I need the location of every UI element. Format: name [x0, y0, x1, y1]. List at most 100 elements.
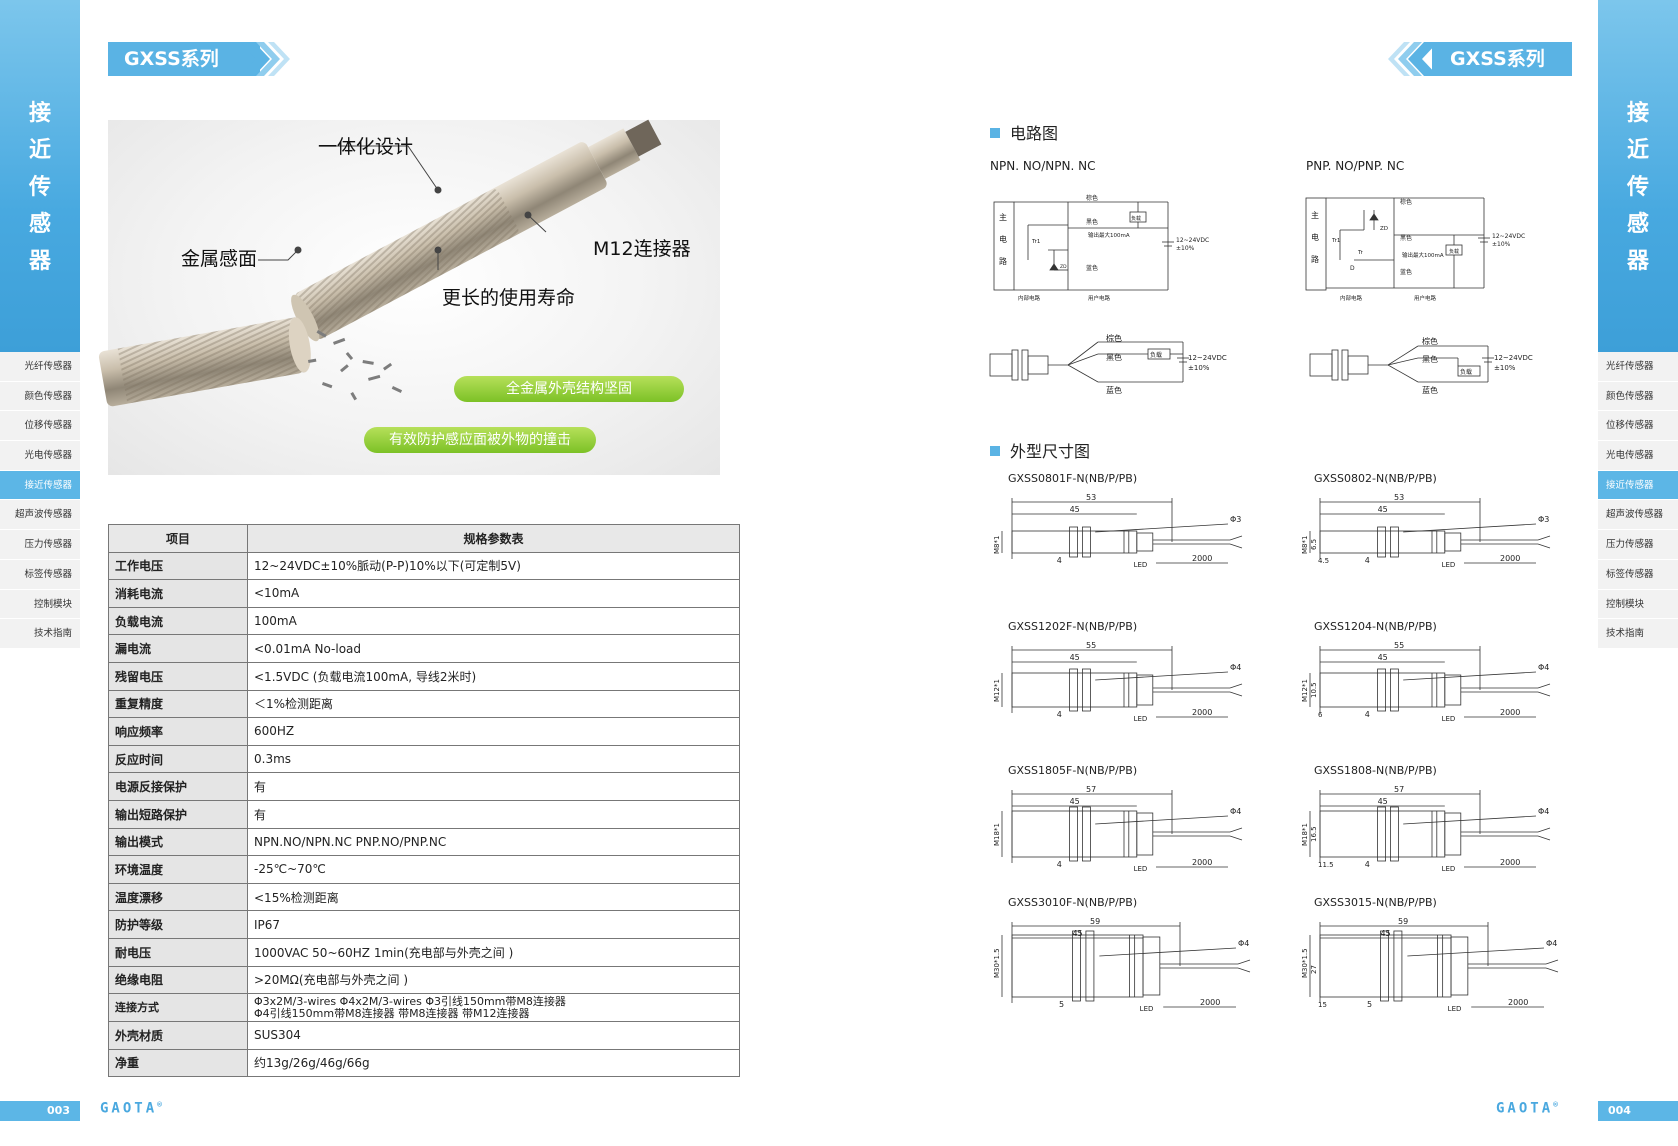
svg-text:负载: 负载 [1460, 368, 1472, 376]
sidebar-item-fiber[interactable]: 光纤传感器 [0, 352, 80, 382]
svg-text:内部电路: 内部电路 [1340, 294, 1363, 302]
dimension-model-name: GXSS3015-N(NB/P/PB) [1314, 896, 1437, 909]
thread-size: M8*1 [993, 536, 1001, 554]
spec-value: 600HZ [247, 717, 740, 746]
dimension-extra: 6 [1318, 711, 1323, 719]
spec-key: 漏电流 [108, 634, 248, 663]
dimension-value: 2000 [1200, 998, 1220, 1007]
sidebar-item-color[interactable]: 颜色传感器 [0, 381, 80, 412]
chevron-left-icon [1388, 42, 1438, 76]
svg-text:黑色: 黑色 [1106, 352, 1122, 362]
sidebar-item-photoelectric[interactable]: 光电传感器 [1598, 441, 1678, 471]
dimension-value: 4 [1057, 556, 1062, 565]
feature-pill-housing: 全金属外壳结构坚固 [454, 376, 684, 402]
dimension-model-name: GXSS0801F-N(NB/P/PB) [1008, 472, 1138, 485]
led-label: LED [1448, 1005, 1462, 1013]
svg-text:蓝色: 蓝色 [1422, 385, 1438, 395]
spec-value: NPN.NO/NPN.NC PNP.NO/PNP.NC [247, 827, 740, 857]
sidebar-header-right: 接 近 传 感 器 [1598, 0, 1678, 352]
svg-text:蓝色: 蓝色 [1106, 385, 1122, 395]
svg-text:棕色: 棕色 [1400, 198, 1412, 206]
spec-key: 工作电压 [108, 551, 248, 581]
sidebar-item-photoelectric[interactable]: 光电传感器 [0, 441, 80, 471]
dimension-value: Φ4 [1230, 663, 1241, 672]
table-row: 温度漂移<15%检测距离 [108, 882, 740, 912]
svg-text:±10%: ±10% [1492, 241, 1511, 248]
sensor-illustration [98, 119, 662, 407]
square-bullet-icon [990, 128, 1000, 138]
sidebar-item-proximity[interactable]: 接近传感器 [1598, 470, 1678, 501]
dimension-extra: 11.5 [1318, 861, 1334, 869]
right-sidebar: 接 近 传 感 器 光纤传感器 颜色传感器 位移传感器 光电传感器 接近传感器 … [1598, 0, 1678, 1146]
svg-text:蓝色: 蓝色 [1086, 264, 1098, 272]
svg-text:棕色: 棕色 [1422, 336, 1438, 346]
sidebar-vertical-title: 接 近 传 感 器 [28, 101, 51, 274]
sidebar-item-control[interactable]: 控制模块 [1598, 589, 1678, 620]
sidebar-item-color[interactable]: 颜色传感器 [1598, 381, 1678, 412]
svg-text:黑色: 黑色 [1400, 234, 1412, 242]
spec-key: 连接方式 [108, 993, 248, 1023]
spec-value: Φ3x2M/3-wires Φ4x2M/3-wires Φ3引线150mm带M8… [247, 993, 740, 1023]
sidebar-item-control[interactable]: 控制模块 [0, 589, 80, 620]
spec-value: 1000VAC 50~60HZ 1min(充电部与外壳之间 ) [247, 937, 740, 967]
dimension-value: Φ4 [1538, 807, 1549, 816]
svg-text:蓝色: 蓝色 [1400, 268, 1412, 276]
dimension-extra: 15 [1318, 1001, 1327, 1009]
svg-text:主: 主 [1311, 210, 1319, 220]
series-banner-left: GXSS系列 [108, 42, 260, 76]
sidebar-item-ultrasonic[interactable]: 超声波传感器 [1598, 500, 1678, 531]
page-number-right: 004 [1598, 1101, 1678, 1121]
dimension-value: 45 [1378, 653, 1388, 662]
sidebar-item-ultrasonic[interactable]: 超声波传感器 [0, 500, 80, 531]
spec-key: 消耗电流 [108, 579, 248, 608]
sidebar-item-displacement[interactable]: 位移传感器 [1598, 411, 1678, 442]
svg-text:负载: 负载 [1150, 351, 1162, 359]
dimension-value: 45 [1378, 505, 1388, 514]
dimension-value: 5 [1367, 1000, 1372, 1009]
sidebar-item-label[interactable]: 标签传感器 [0, 559, 80, 590]
spec-value: ＜1%检测距离 [247, 689, 740, 719]
dimension-value: 45 [1378, 797, 1388, 806]
dimension-value: 2000 [1500, 708, 1520, 717]
sidebar-item-proximity[interactable]: 接近传感器 [0, 470, 80, 501]
sidebar-item-guide[interactable]: 技术指南 [0, 619, 80, 649]
table-row: 电源反接保护有 [108, 772, 740, 801]
callout-integrated: 一体化设计 [318, 136, 414, 158]
spec-value: SUS304 [247, 1021, 740, 1050]
sidebar-item-label[interactable]: 标签传感器 [1598, 559, 1678, 590]
table-header-spec: 规格参数表 [247, 524, 740, 553]
sidebar-item-fiber[interactable]: 光纤传感器 [1598, 352, 1678, 382]
dimension-model-name: GXSS1808-N(NB/P/PB) [1314, 764, 1437, 777]
svg-text:输出最大100mA: 输出最大100mA [1402, 251, 1444, 259]
thread-size: M18*1 [993, 823, 1001, 846]
spec-key: 净重 [108, 1048, 248, 1078]
dimension-model-name: GXSS3010F-N(NB/P/PB) [1008, 896, 1138, 909]
sidebar-nav: 光纤传感器 颜色传感器 位移传感器 光电传感器 接近传感器 超声波传感器 压力传… [0, 352, 80, 649]
sidebar-item-pressure[interactable]: 压力传感器 [0, 530, 80, 560]
svg-text:±10%: ±10% [1176, 245, 1195, 252]
led-label: LED [1442, 715, 1456, 723]
sidebar-item-guide[interactable]: 技术指南 [1598, 619, 1678, 649]
svg-text:ZD: ZD [1060, 264, 1067, 270]
sidebar-item-pressure[interactable]: 压力传感器 [1598, 530, 1678, 560]
svg-text:Tr: Tr [1357, 250, 1364, 256]
svg-text:黑色: 黑色 [1086, 218, 1098, 226]
sidebar-item-displacement[interactable]: 位移传感器 [0, 411, 80, 442]
dimension-value: 5 [1059, 1000, 1064, 1009]
npn-label: NPN. NO/NPN. NC [990, 159, 1096, 173]
spec-value-line: Φ3x2M/3-wires Φ4x2M/3-wires Φ3引线150mm带M8… [254, 994, 566, 1008]
thread-size: M30*1.5 [993, 948, 1001, 978]
dimension-value: 4 [1057, 710, 1062, 719]
dimension-value: Φ3 [1538, 515, 1549, 524]
pnp-label: PNP. NO/PNP. NC [1306, 159, 1405, 173]
chevron-right-icon [240, 42, 290, 76]
svg-text:路: 路 [999, 256, 1007, 266]
